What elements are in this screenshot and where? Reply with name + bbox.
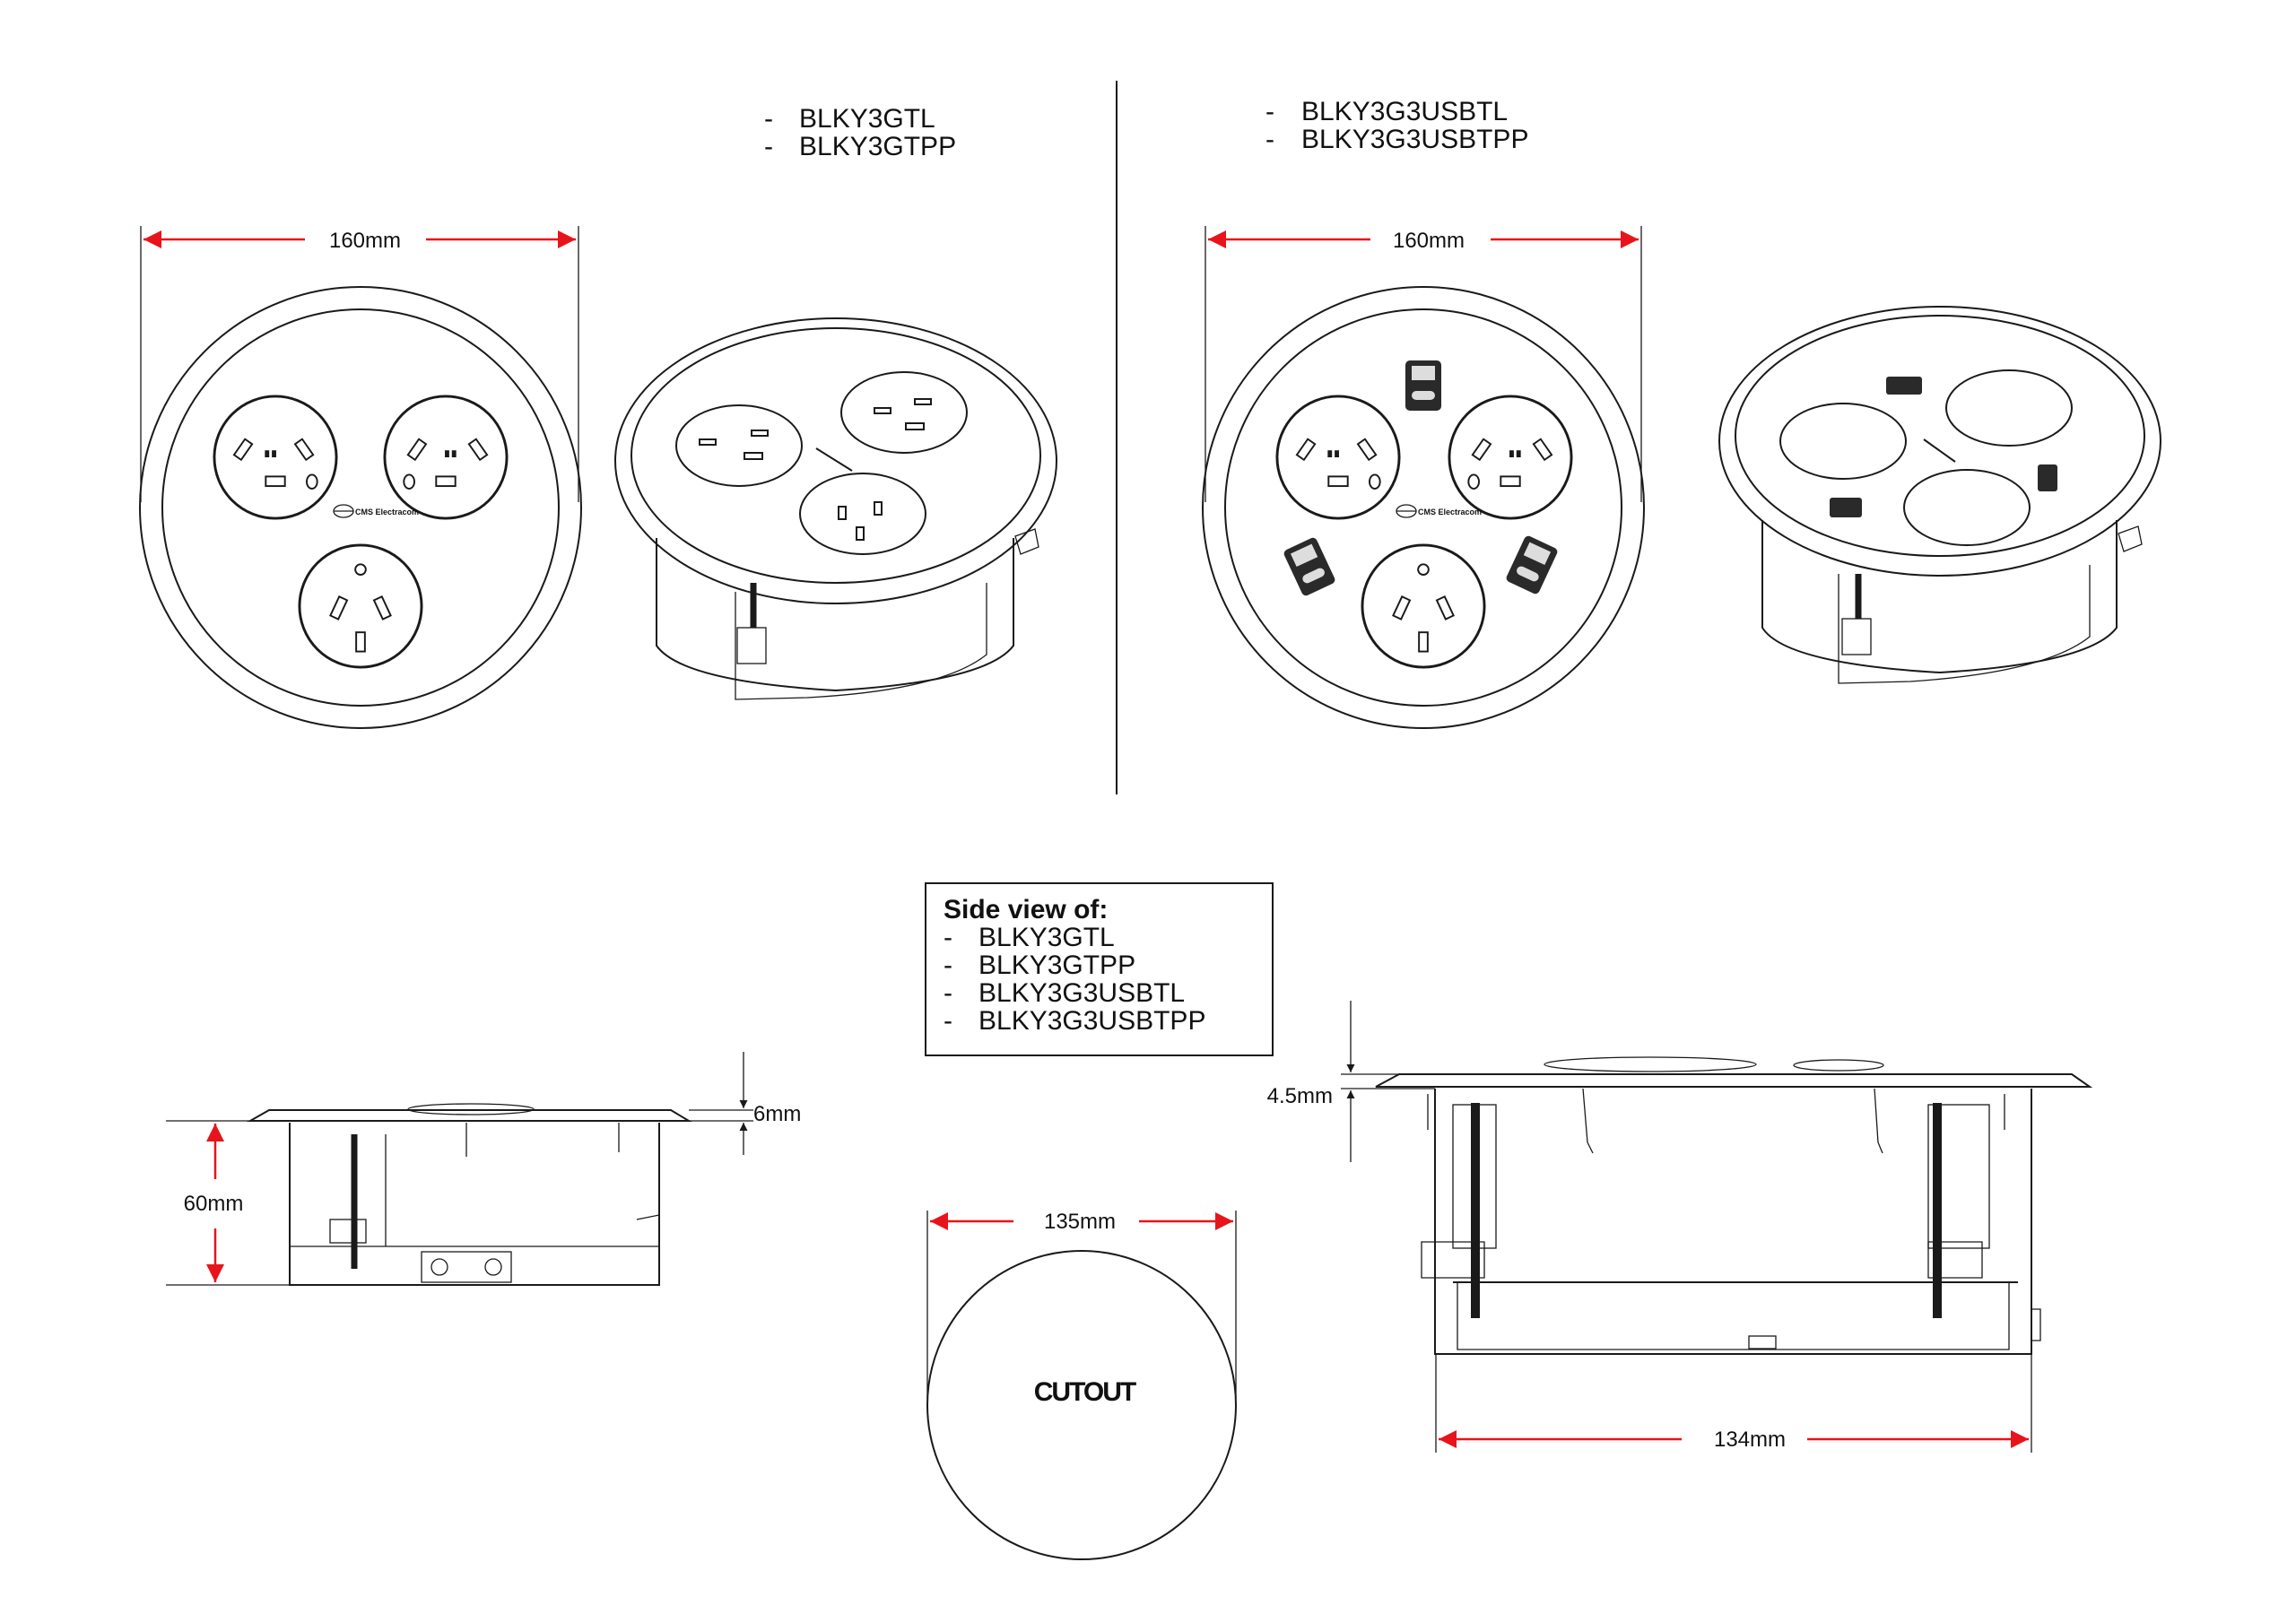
power-outlet — [213, 395, 338, 520]
model-name: BLKY3GTPP — [799, 132, 956, 161]
usb-port — [1283, 536, 1336, 597]
power-outlet — [1361, 543, 1486, 669]
dash: - — [764, 132, 773, 161]
usb-port — [1505, 534, 1559, 595]
width-dimension-134mm: 134mm — [1435, 1354, 2032, 1453]
power-outlet — [1448, 395, 1573, 520]
outlet-slots — [699, 398, 932, 541]
perspective-view-3-outlet — [614, 317, 1057, 700]
logo-text: CMS Electracom — [1418, 508, 1482, 516]
plan-view-3-outlet: CMS Electracom — [139, 286, 582, 729]
model-name: BLKY3GTL — [799, 104, 935, 134]
dash: - — [764, 104, 773, 134]
dash: - — [944, 950, 952, 980]
power-outlet — [383, 395, 509, 520]
side-view-legend: Side view of: - BLKY3GTL - BLKY3GTPP - B… — [925, 882, 1274, 1056]
model-name: BLKY3GTL — [978, 923, 1115, 952]
logo-text: CMS Electracom — [355, 508, 419, 516]
flange-dimension-4-5mm: 4.5mm — [1267, 1001, 1435, 1162]
plan-view-3-outlet-usb: CMS Electracom — [1202, 286, 1645, 729]
model-list-left: - BLKY3GTL - BLKY3GTPP — [764, 104, 956, 161]
width-dimension-left: 160mm — [140, 226, 579, 502]
model-name: BLKY3G3USBTPP — [1301, 125, 1528, 154]
height-dimension-60mm: 60mm — [166, 1120, 290, 1286]
model-name: BLKY3GTPP — [978, 950, 1135, 980]
cutout-label: CUTOUT — [1034, 1377, 1136, 1407]
dash: - — [944, 978, 952, 1008]
brand-logo: CMS Electracom — [333, 504, 419, 518]
dash: - — [944, 1006, 952, 1036]
dash: - — [944, 923, 952, 952]
cutout-template: 135mm CUTOUT — [926, 1210, 1237, 1560]
usb-port — [2038, 464, 2057, 491]
perspective-view-3-outlet-usb — [1718, 306, 2161, 684]
dimension-label: 135mm — [1044, 1210, 1116, 1234]
model-name: BLKY3G3USBTL — [978, 978, 1185, 1008]
dimension-label: 4.5mm — [1267, 1084, 1333, 1108]
side-view-small — [247, 1103, 692, 1286]
dimension-label: 6mm — [753, 1102, 801, 1126]
model-name: BLKY3G3USBTPP — [978, 1006, 1205, 1036]
flange-dimension-6mm: 6mm — [689, 1052, 801, 1155]
power-outlet — [298, 543, 423, 669]
brand-logo: CMS Electracom — [1396, 504, 1482, 518]
model-list-right: - BLKY3G3USBTL - BLKY3G3USBTPP — [1265, 97, 1528, 154]
dimension-label: 60mm — [184, 1192, 244, 1216]
width-dimension-right: 160mm — [1205, 226, 1642, 502]
dash: - — [1265, 125, 1274, 154]
power-outlet — [1275, 395, 1401, 520]
dash: - — [1265, 97, 1274, 126]
dimension-label: 134mm — [1714, 1428, 1786, 1452]
dimension-label: 160mm — [1393, 229, 1465, 253]
usb-port — [1886, 377, 1922, 395]
usb-port — [1405, 360, 1441, 411]
legend-title: Side view of: — [944, 895, 1108, 924]
side-view-large — [1375, 1056, 2093, 1355]
dimension-label: 160mm — [329, 229, 401, 253]
model-name: BLKY3G3USBTL — [1301, 97, 1508, 126]
usb-port — [1830, 498, 1862, 517]
